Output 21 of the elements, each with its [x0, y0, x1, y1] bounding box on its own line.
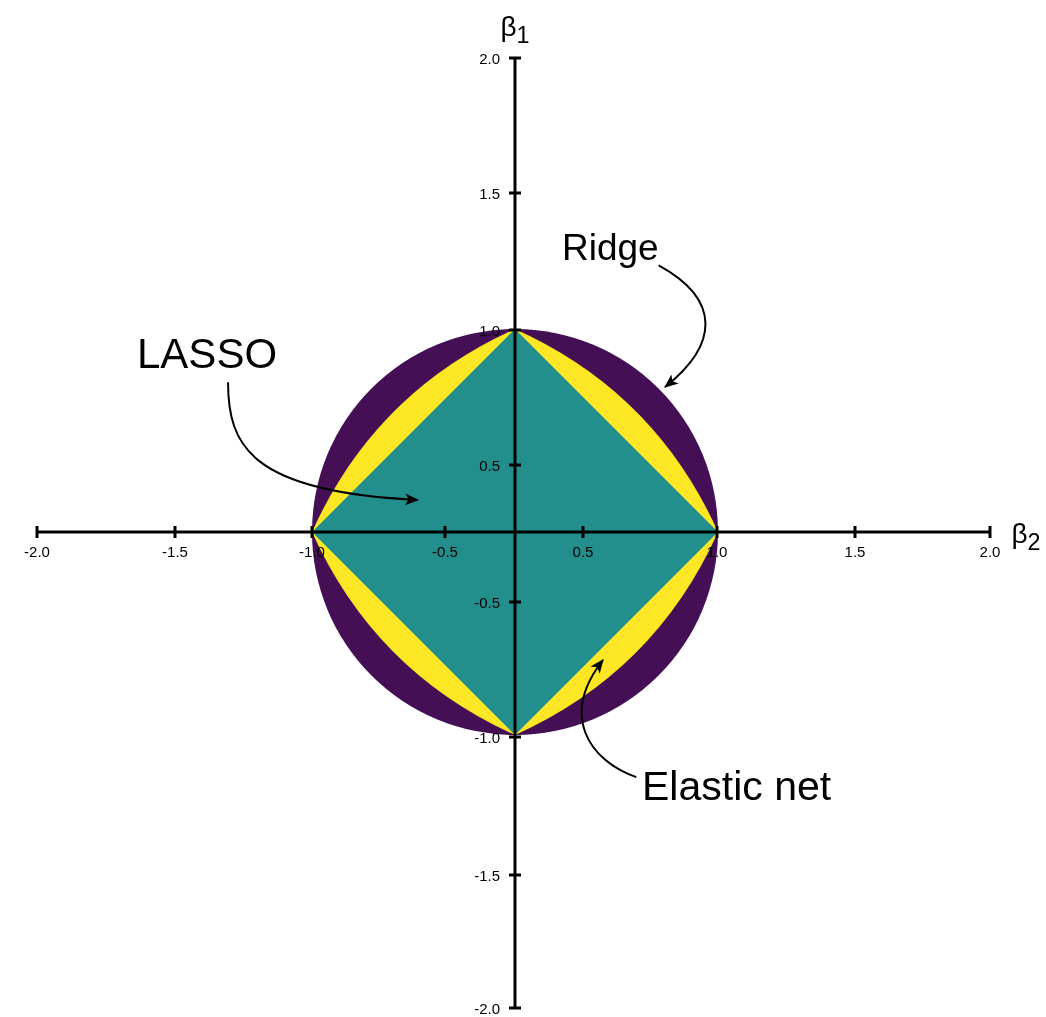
curved-arrow	[657, 264, 707, 388]
tick-label: -1.0	[474, 729, 500, 745]
tick-label: 0.5	[479, 457, 500, 473]
axis-title: β$_{1}$	[500, 13, 530, 47]
axis-title: β$_{2}$	[1011, 520, 1041, 554]
callout-text: Elastic net	[642, 763, 832, 811]
callout-text: LASSO	[137, 330, 278, 379]
tick-label: -0.5	[474, 594, 500, 610]
callout-text: Ridge	[562, 227, 659, 270]
tick-label: -2.0	[24, 543, 50, 559]
tick-label: -0.5	[432, 543, 458, 559]
tick-label: 1.5	[479, 185, 500, 201]
tick-label: 1.5	[844, 543, 866, 559]
tick-label: 2.0	[979, 543, 1001, 559]
tick-label: -1.5	[474, 867, 500, 883]
tick-label: 0.5	[572, 543, 594, 559]
tick-label: -1.5	[162, 543, 188, 559]
curved-arrow	[227, 381, 420, 505]
tick-label: 2.0	[479, 50, 500, 66]
tick-label: -2.0	[474, 1000, 500, 1016]
curved-arrow	[580, 659, 638, 779]
